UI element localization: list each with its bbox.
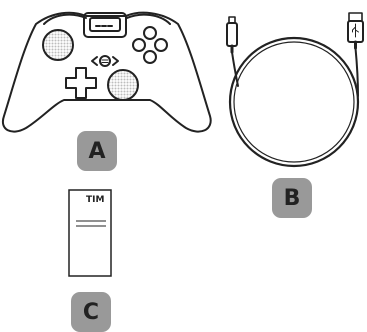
right-thumbstick: [108, 70, 138, 100]
dpad: [66, 68, 96, 98]
home-button: [100, 56, 110, 66]
left-thumbstick: [43, 30, 73, 60]
face-button-right: [155, 39, 167, 51]
label-a-badge: A: [77, 131, 117, 171]
right-arrow-icon: [113, 57, 118, 65]
connector-right-tip: [349, 13, 362, 21]
face-button-bottom: [144, 51, 156, 63]
left-arrow-icon: [92, 57, 97, 65]
face-button-top: [144, 27, 156, 39]
cable-coil-inner: [234, 42, 354, 162]
gamepad-controller: [3, 13, 211, 132]
center-panel-slot: [90, 18, 120, 31]
usb-cable: [227, 13, 363, 166]
connector-left-body: [227, 23, 237, 46]
manual-brand: TIM: [86, 195, 104, 205]
usb-symbol-icon: [353, 24, 359, 37]
label-c-badge: C: [71, 292, 111, 332]
face-button-left: [133, 39, 145, 51]
label-b-badge: B: [272, 178, 312, 218]
cable-coil-outer: [230, 38, 358, 166]
